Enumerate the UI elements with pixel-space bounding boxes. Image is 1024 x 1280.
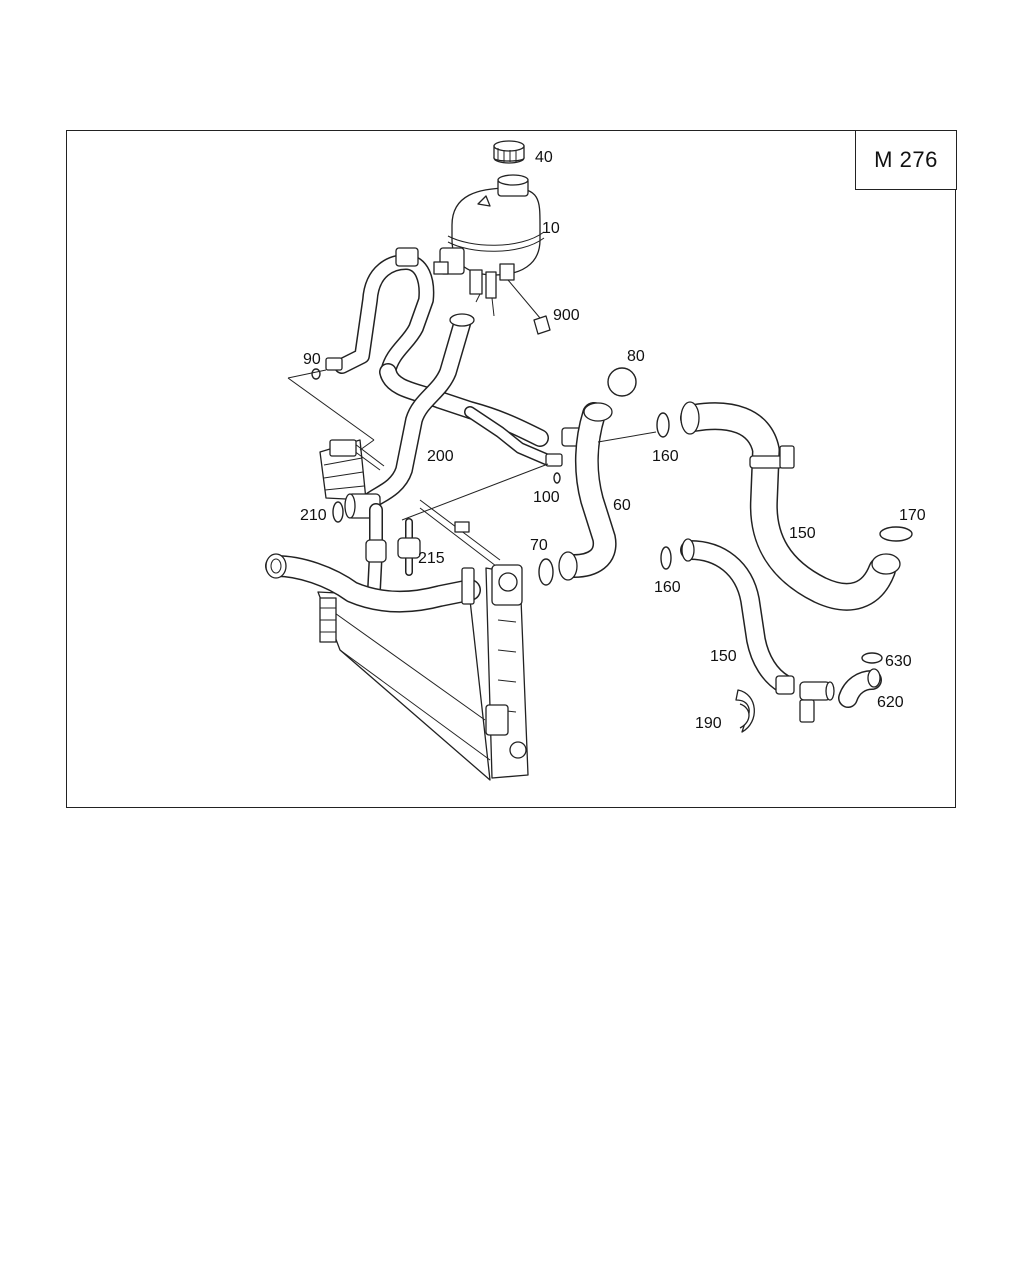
seal-ring-100 [553, 472, 561, 484]
callout-10: 10 [542, 220, 560, 237]
fitting-620 [838, 652, 883, 708]
callout-100: 100 [533, 489, 560, 506]
callout-215: 215 [418, 550, 445, 567]
model-code-box: M 276 [855, 130, 957, 190]
hose-150-lower [660, 538, 795, 695]
callout-630: 630 [885, 653, 912, 670]
callout-210: 210 [300, 507, 327, 524]
hose-150-upper [680, 401, 913, 611]
seal-ring-90 [311, 368, 321, 380]
callout-40: 40 [535, 149, 553, 166]
callout-labels: 40 10 900 80 90 200 160 100 60 210 170 1… [300, 149, 926, 732]
level-sensor [507, 279, 551, 335]
hose-lower-left [265, 553, 481, 613]
hose-60 [538, 402, 617, 586]
hose-200 [363, 313, 585, 509]
callout-80: 80 [627, 348, 645, 365]
tee-fitting [799, 681, 835, 723]
callout-160-lower: 160 [654, 579, 681, 596]
callout-150-upper: 150 [789, 525, 816, 542]
expansion-tank [433, 174, 545, 317]
hose-upper-loop [325, 247, 435, 380]
hose-210-joint [332, 493, 387, 597]
callout-170: 170 [899, 507, 926, 524]
mounting-bracket [319, 439, 385, 501]
seal-ring-80 [607, 367, 637, 397]
callout-70: 70 [530, 537, 548, 554]
callout-160-upper: 160 [652, 448, 679, 465]
leader-lines [287, 369, 657, 521]
callout-900: 900 [553, 307, 580, 324]
radiator [317, 499, 529, 781]
seal-ring-160-upper [656, 412, 670, 438]
callout-60: 60 [613, 497, 631, 514]
tank-cap [493, 140, 525, 164]
callout-200: 200 [427, 448, 454, 465]
clip-190 [735, 689, 755, 733]
callout-90: 90 [303, 351, 321, 368]
callout-620: 620 [877, 694, 904, 711]
callout-190: 190 [695, 715, 722, 732]
model-code: M 276 [874, 147, 938, 172]
callout-150-lower: 150 [710, 648, 737, 665]
tee-connector-215 [397, 518, 421, 576]
